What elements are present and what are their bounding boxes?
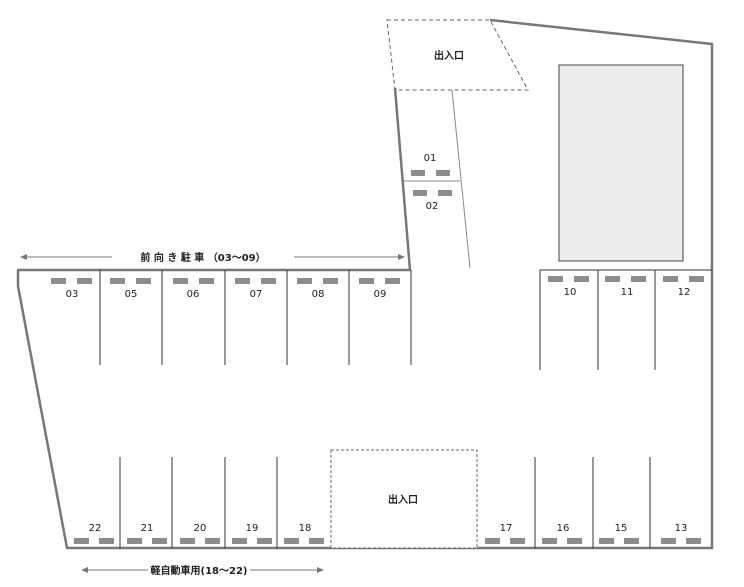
entrance-top-label: 出入口 [434,49,464,62]
space-22-label: 22 [89,523,102,534]
space-20-label: 20 [194,523,207,534]
arrow-head-left [20,254,27,260]
entrance-bottom-area [330,449,478,549]
arrow-head-right [317,567,324,573]
space-03-label: 03 [66,289,79,300]
arrow-head-right [398,254,405,260]
space-13-label: 13 [675,523,688,534]
space-05-label: 05 [125,289,138,300]
wheel-stops [51,170,704,544]
lot-boundary [16,18,714,550]
space-10-label: 10 [564,287,577,298]
building [558,64,684,262]
space-15-label: 15 [615,523,628,534]
space-11-label: 11 [621,287,634,298]
driveway-line [451,89,471,269]
space-06-label: 06 [187,289,200,300]
space-08-label: 08 [312,289,325,300]
space-19-label: 19 [246,523,259,534]
space-16-label: 16 [557,523,570,534]
space-12-label: 12 [678,287,691,298]
front-parking-label-bg [112,250,294,264]
arrow-head-left [81,567,88,573]
entrance-top-area [386,19,529,91]
front-parking-label: 前 向 き 駐 車 （03〜09） [140,251,265,264]
space-02-label: 02 [426,201,439,212]
space-07-label: 07 [250,289,263,300]
space-18-label: 18 [299,523,312,534]
kei-label-bg [148,563,250,577]
kei-label: 軽自動車用(18〜22) [151,564,248,577]
space-01-label: 01 [424,153,437,164]
space-21-label: 21 [141,523,154,534]
space-09-label: 09 [374,289,387,300]
entrance-bottom-label: 出入口 [388,493,418,506]
space-17-label: 17 [500,523,513,534]
